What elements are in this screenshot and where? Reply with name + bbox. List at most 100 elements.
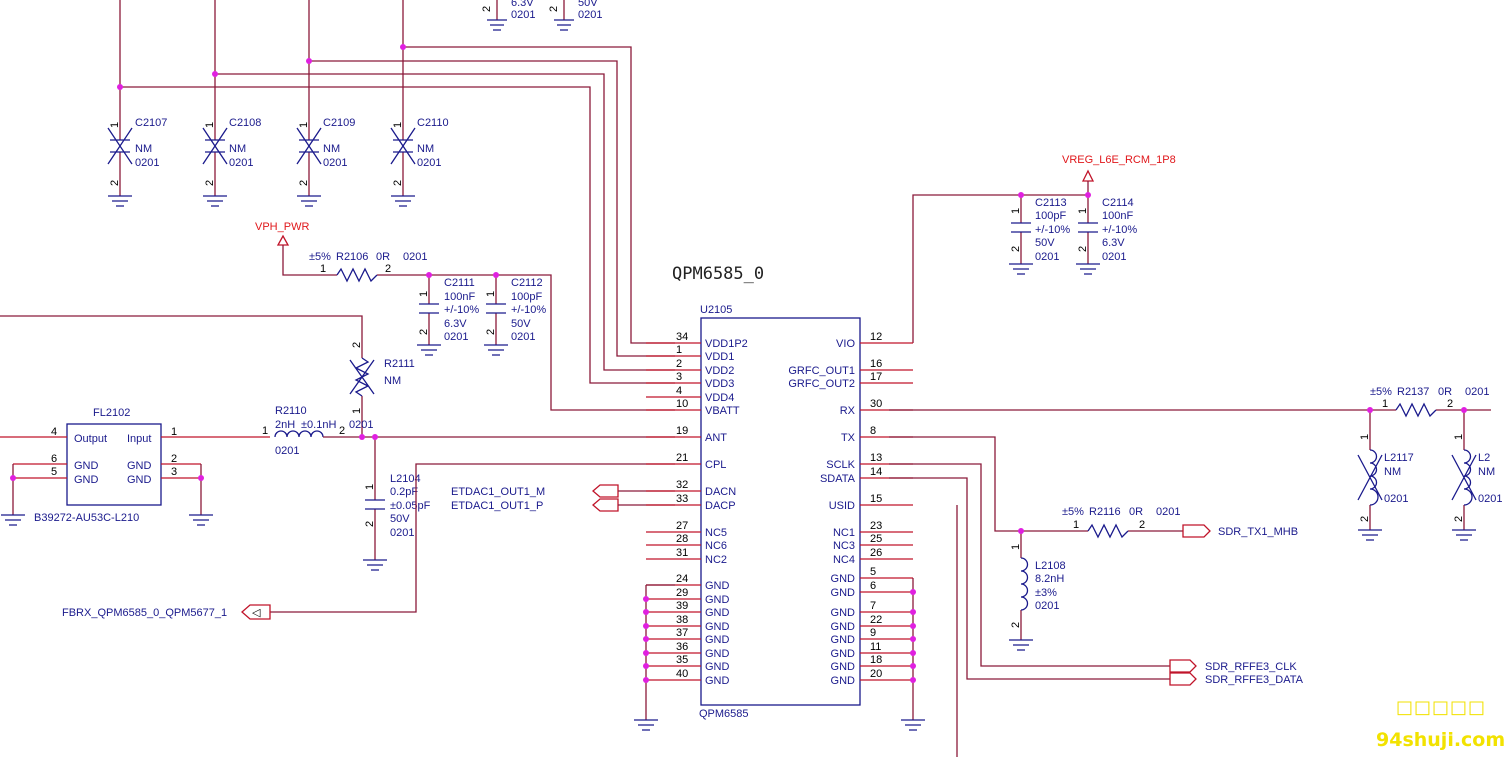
chip-pin-name: GND <box>705 675 730 687</box>
frag-pin: 2 <box>481 6 493 12</box>
r2106-tol: ±5% <box>309 251 331 263</box>
r2111-val: NM <box>384 375 401 387</box>
chip-pin-name: TX <box>841 432 856 444</box>
chip-pin-number: 38 <box>676 614 688 626</box>
pin-num: 2 <box>364 521 376 527</box>
l21x-ref: L2 <box>1478 452 1490 464</box>
c2113-tol: +/-10% <box>1035 224 1070 236</box>
junction-dot <box>426 272 432 278</box>
chip-pin-number: 25 <box>870 533 882 545</box>
r2137-tol: ±5% <box>1370 386 1392 398</box>
r2111-ref: R2111 <box>384 358 415 370</box>
chip-body <box>700 317 861 706</box>
cap-c2109: C2109 NM 0201 <box>296 61 355 207</box>
junction-dot <box>910 589 916 595</box>
chip-pin-number: 4 <box>676 385 682 397</box>
pin-num: 1 <box>1382 398 1388 410</box>
chip-pin-name: SCLK <box>826 459 855 471</box>
cap-c2112: 1 2 C2112 100pF +/-10% 50V 0201 <box>484 275 546 356</box>
r2137-pkg: 0201 <box>1465 386 1489 398</box>
fl2102-part: B39272-AU53C-L210 <box>34 512 139 524</box>
chip-pin-name: GND <box>705 594 730 606</box>
chip-pin-name: NC6 <box>705 540 727 552</box>
c2114-volt: 6.3V <box>1102 237 1125 249</box>
pin-num: 1 <box>1010 208 1022 214</box>
chip-pin-name: GND <box>831 661 856 673</box>
fl2102-gnd: GND <box>74 460 99 472</box>
chip-pin-name: ANT <box>705 432 727 444</box>
pin-num: 2 <box>1077 246 1089 252</box>
c2108-pkg: 0201 <box>229 157 253 169</box>
inductor-r2110: 1 2 R2110 2nH ±0.1nH 0201 <box>262 405 675 457</box>
chip-pin-name: VDD2 <box>705 365 734 377</box>
junction-dot <box>117 84 123 90</box>
frag-cap-b-volt: 50V <box>578 0 598 9</box>
chip-pin-number: 16 <box>870 358 882 370</box>
r2106-pkg: 0201 <box>403 251 427 263</box>
l21x-pkg: 0201 <box>1478 493 1502 505</box>
pin-num: 2 <box>418 329 430 335</box>
chip-left-pins: 34VDD1P21VDD12VDD23VDD34VDD410VBATT19ANT… <box>646 331 748 687</box>
vreg-net: VREG_L6E_RCM_1P8 1 2 1 2 C2113 100pF +/-… <box>912 154 1176 343</box>
junction-dot <box>400 44 406 50</box>
chip-pin-name: NC4 <box>833 554 855 566</box>
c2112-ref: C2112 <box>511 277 543 289</box>
chip-pin-name: VIO <box>836 338 855 350</box>
junction-dot <box>306 58 312 64</box>
pin-num: 2 <box>1010 622 1022 628</box>
pin-num: 1 <box>171 426 177 438</box>
junction-dot <box>643 650 649 656</box>
junction-dot <box>910 677 916 683</box>
r2110-ref: R2110 <box>275 405 307 417</box>
c2111-volt: 6.3V <box>444 318 467 330</box>
junction-dot <box>10 475 16 481</box>
frag-cap-a-volt: 6.3V <box>511 0 534 9</box>
chip-pin-name: NC1 <box>833 527 855 539</box>
pin-num: 2 <box>298 180 310 186</box>
r2106-pin1: 1 <box>320 263 326 275</box>
cpl-fbrx-net: ◁ FBRX_QPM6585_0_QPM5677_1 ETDAC1_OUT1_M… <box>62 463 675 620</box>
chip-title: QPM6585_0 <box>672 264 764 284</box>
c2114-ref: C2114 <box>1102 197 1134 209</box>
pin-num: 6 <box>51 453 57 465</box>
chip-pin-number: 18 <box>870 654 882 666</box>
pin-num: 1 <box>298 122 310 128</box>
frag-cap-a-pkg: 0201 <box>511 9 535 21</box>
chip-pin-name: GND <box>705 580 730 592</box>
chip-pin-name: GND <box>705 648 730 660</box>
fbrx-label: FBRX_QPM6585_0_QPM5677_1 <box>62 607 227 619</box>
cap-c2111: 1 2 C2111 100nF +/-10% 6.3V 0201 <box>417 275 479 356</box>
l2117-pkg: 0201 <box>1384 493 1408 505</box>
chip-pin-name: VDD4 <box>705 392 734 404</box>
pin-num: 5 <box>51 466 57 478</box>
l2104-volt: 50V <box>390 513 410 525</box>
chip-part: QPM6585 <box>699 708 749 720</box>
chip-pin-number: 36 <box>676 641 688 653</box>
chip-pin-number: 27 <box>676 520 688 532</box>
pin-num: 2 <box>339 425 345 437</box>
chip-pin-number: 32 <box>676 479 688 491</box>
pin-num: 1 <box>204 122 216 128</box>
chip-pin-name: GND <box>705 634 730 646</box>
chip-pin-name: VDD1 <box>705 351 734 363</box>
pin-num: 2 <box>1453 516 1465 522</box>
l2104-val: 0.2pF <box>390 486 418 498</box>
c2114-val: 100nF <box>1102 210 1133 222</box>
fl2102-gnd: GND <box>127 474 152 486</box>
junction-dot <box>1085 192 1091 198</box>
l2117-ref: L2117 <box>1384 452 1414 464</box>
c2114-tol: +/-10% <box>1102 224 1137 236</box>
chip-pin-number: 9 <box>870 627 876 639</box>
junction-dot <box>643 623 649 629</box>
r2137-val: 0R <box>1438 386 1452 398</box>
junction-dot <box>198 475 204 481</box>
pin-num: 1 <box>1073 519 1079 531</box>
pin-num: 1 <box>1077 208 1089 214</box>
r2137-ref: R2137 <box>1397 386 1429 398</box>
pin-num: 1 <box>262 425 268 437</box>
chip-pin-number: 15 <box>870 493 882 505</box>
pin-num: 2 <box>392 180 404 186</box>
c2109-ref: C2109 <box>323 117 355 129</box>
chip-pin-number: 37 <box>676 627 688 639</box>
chip-pin-name: NC5 <box>705 527 727 539</box>
